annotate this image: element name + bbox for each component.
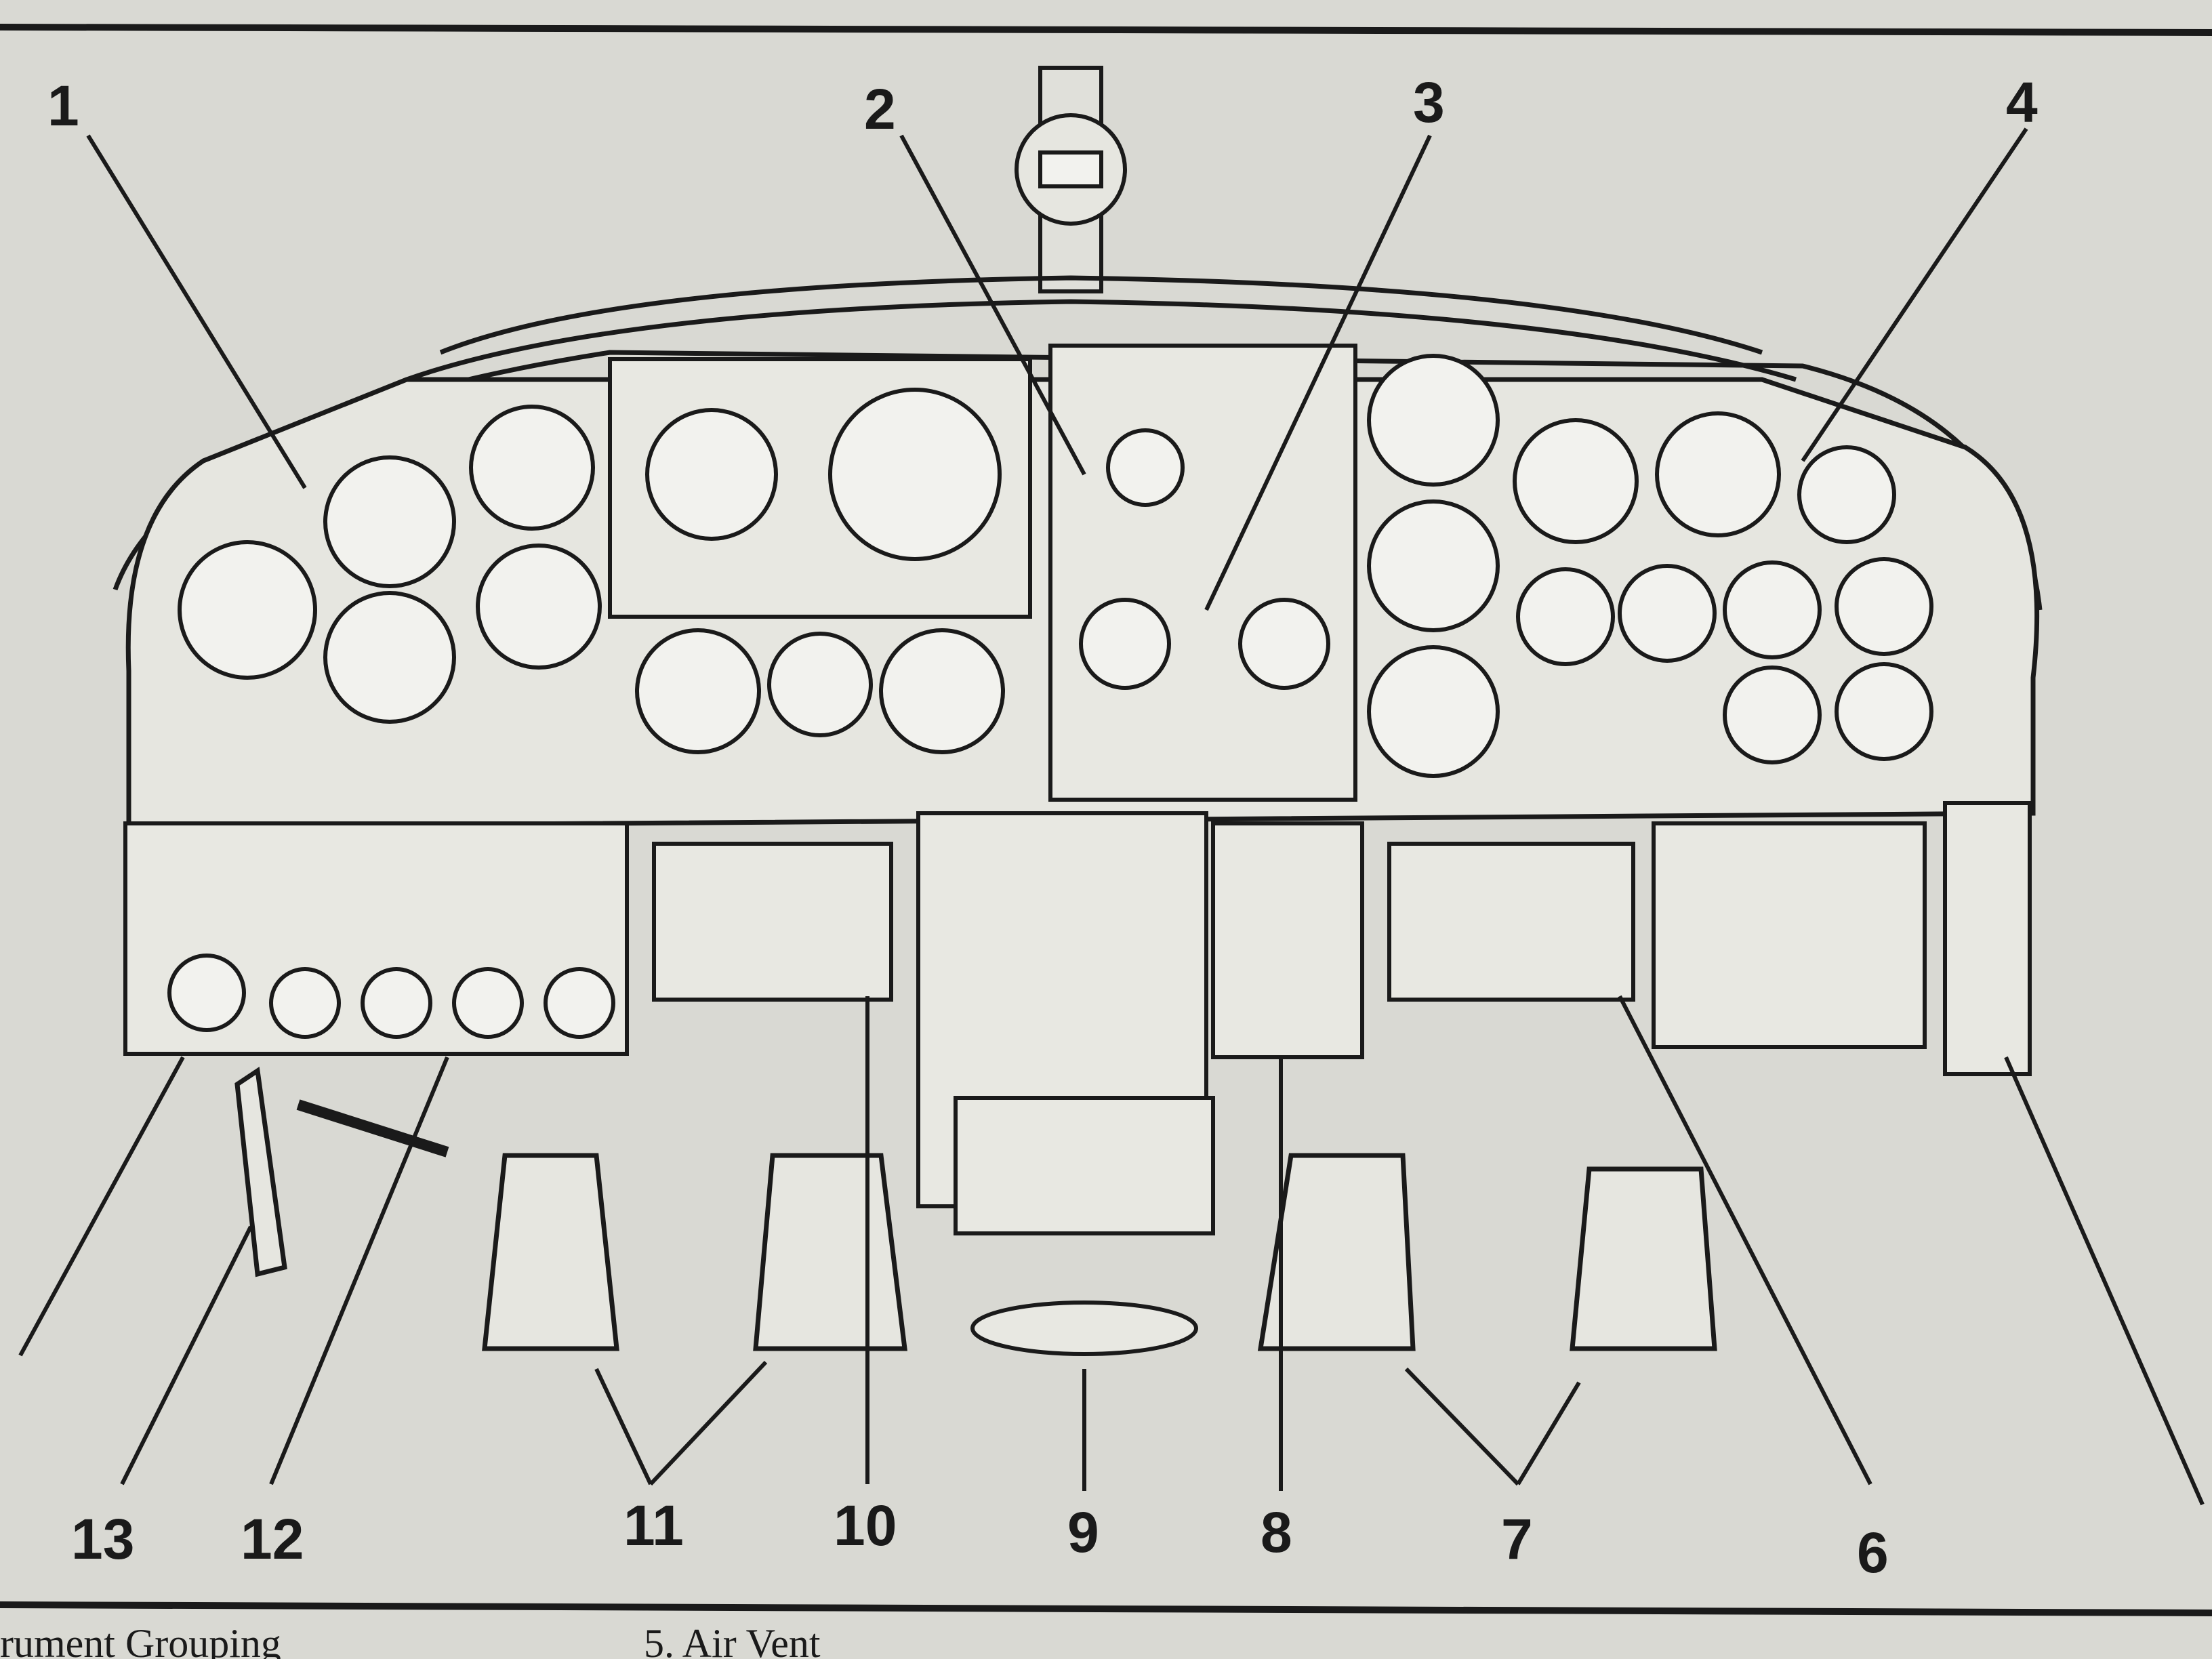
callout-7: 7: [1501, 1507, 1533, 1571]
callout-3: 3: [1413, 70, 1445, 134]
engine-instruments: [1367, 354, 1933, 778]
callout-12: 12: [241, 1507, 304, 1571]
center-pedestal: [954, 1096, 1215, 1356]
callout-13: 13: [71, 1507, 134, 1571]
callout-4: 4: [2006, 70, 2038, 134]
callout-6: 6: [1857, 1521, 1889, 1584]
lower-left-knobs: [167, 954, 615, 1039]
top-rule: [0, 24, 2212, 36]
bottom-rule: [0, 1601, 2212, 1616]
callout-2: 2: [864, 77, 896, 141]
caption-left: rument Grouping: [0, 1621, 281, 1659]
magnetic-compass: [1015, 66, 1127, 293]
flight-instruments: [178, 388, 1005, 754]
caption-mid: 5. Air Vent: [644, 1621, 821, 1659]
callout-9: 9: [1067, 1500, 1099, 1564]
control-column: [234, 1066, 449, 1277]
callout-leaders: [18, 127, 2205, 1506]
callout-8: 8: [1261, 1500, 1292, 1564]
callout-10: 10: [834, 1494, 897, 1557]
radio-stack: [1048, 344, 1357, 802]
callout-11: 11: [623, 1494, 684, 1557]
radio-gauges: [1079, 428, 1330, 690]
callout-1: 1: [47, 74, 79, 138]
